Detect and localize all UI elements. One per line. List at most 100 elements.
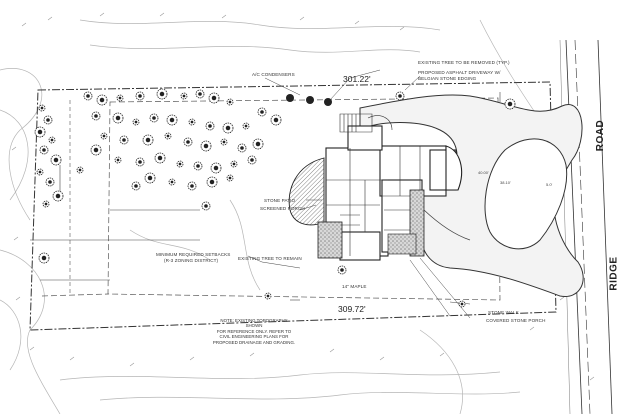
tree-icon — [264, 292, 272, 300]
label-maple: 14" MAPLE — [342, 284, 367, 289]
tree-icon — [116, 94, 124, 102]
tree-icon — [132, 118, 140, 126]
label-ac-condensers: A/C CONDENSERS — [252, 72, 295, 77]
tree-icon — [168, 178, 176, 186]
front-walk — [423, 209, 471, 241]
tree-icon — [210, 162, 222, 174]
tree-icon — [96, 94, 108, 106]
tree-icon — [38, 104, 46, 112]
stone-patio — [317, 221, 343, 259]
tree-icon — [42, 200, 50, 208]
tree-icon — [180, 92, 188, 100]
tree-icon — [252, 138, 264, 150]
tree-icon — [237, 143, 247, 153]
tree-icon — [83, 91, 93, 101]
label-covered-porch: COVERED STONE PORCH — [486, 318, 546, 323]
tree-icon — [48, 136, 56, 144]
asphalt-driveway — [359, 94, 584, 297]
screened-porch — [288, 157, 325, 226]
label-setbacks: MINIMUM REQUIRED SETBACKS — [156, 252, 231, 257]
tree-icon — [45, 177, 55, 187]
tree-icon — [34, 126, 46, 138]
tree-icon — [144, 172, 156, 184]
label-setbacks-2: (R-3 ZONING DISTRICT) — [164, 258, 219, 263]
note-line: FOR REFERENCE ONLY. REFER TO — [216, 328, 292, 334]
road-label-road: ROAD — [595, 119, 607, 152]
label-tree-remain: EXISTING TREE TO REMAIN — [238, 256, 302, 261]
stone-walk — [387, 233, 417, 255]
tree-icon — [257, 107, 267, 117]
label-screened-porch: SCREENED PORCH — [260, 206, 305, 211]
tree-icon — [39, 145, 49, 155]
tree-icon — [135, 91, 145, 101]
tree-icon — [131, 181, 141, 191]
tree-icon — [205, 121, 215, 131]
tree-icon — [90, 144, 102, 156]
svg-text:40.00': 40.00' — [478, 170, 489, 175]
tree-icon — [183, 137, 193, 147]
tree-icon — [43, 115, 53, 125]
tree-icon — [187, 181, 197, 191]
tree-icon — [222, 122, 234, 134]
tree-icon — [395, 91, 405, 101]
tree-icon — [114, 156, 122, 164]
tree-icon — [226, 98, 234, 106]
note-line: PROPOSED DRAINAGE AND GRADING. — [212, 339, 296, 345]
tree-icon — [504, 98, 516, 110]
tree-icon — [195, 89, 205, 99]
ac-condensers — [286, 94, 332, 106]
label-proposed-driveway-2: BELGIAN STONE EDGING — [418, 76, 477, 81]
svg-text:5.0': 5.0' — [546, 182, 553, 187]
tree-icon — [154, 152, 166, 164]
tree-icon — [52, 190, 64, 202]
driveway-dims: 40.00' 38.10' 5.0' — [478, 170, 553, 187]
tree-icon — [91, 111, 101, 121]
tree-icon — [242, 122, 250, 130]
tree-icon — [50, 154, 62, 166]
tree-icon — [176, 160, 184, 168]
note-line: NOTE: EXISTING TOPOGRAPHY SHOWN — [220, 318, 288, 329]
property-line — [29, 81, 557, 331]
tree-icon — [247, 155, 257, 165]
tree-cluster — [34, 88, 516, 308]
tree-icon — [100, 132, 108, 140]
label-proposed-driveway: PROPOSED ASPHALT DRIVEWAY W/ — [418, 70, 501, 75]
tree-icon — [76, 166, 84, 174]
dimension-bottom: 309.72' — [338, 304, 366, 314]
dimension-top: 301.22' — [343, 74, 371, 84]
tree-icon — [270, 114, 282, 126]
tree-icon — [38, 252, 50, 264]
tree-icon — [149, 113, 159, 123]
tree-icon — [164, 132, 172, 140]
tree-icon — [112, 112, 124, 124]
tree-icon — [188, 118, 196, 126]
setback-line — [107, 97, 501, 301]
tree-icon — [200, 140, 212, 152]
entry-steps — [339, 113, 393, 133]
tree-icon — [119, 135, 129, 145]
leader-lines — [247, 69, 471, 319]
tree-icon — [135, 157, 145, 167]
tree-icon — [156, 88, 168, 100]
label-tree-removed: EXISTING TREE TO BE REMOVED (TYP.) — [418, 60, 510, 65]
tree-icon — [193, 161, 203, 171]
tree-icon — [220, 138, 228, 146]
tree-icon — [337, 265, 347, 275]
label-stone-patio: STONE PATIO — [264, 198, 296, 203]
label-stone-walk: STONE WALK — [488, 310, 519, 315]
tree-icon — [208, 92, 220, 104]
tree-icon — [36, 168, 44, 176]
road-label-ridge: RIDGE — [608, 256, 620, 291]
tree-icon — [166, 114, 178, 126]
topography-note: NOTE: EXISTING TOPOGRAPHY SHOWN FOR REFE… — [212, 318, 296, 345]
tree-icon — [458, 300, 466, 308]
spot-elevation-marks — [11, 12, 595, 381]
tree-icon — [201, 201, 211, 211]
tree-icon — [142, 134, 154, 146]
tree-icon — [206, 176, 218, 188]
side-setback-line — [41, 293, 109, 297]
svg-text:38.10': 38.10' — [500, 180, 511, 185]
ridge-road — [559, 39, 613, 414]
tree-icon — [226, 174, 234, 182]
